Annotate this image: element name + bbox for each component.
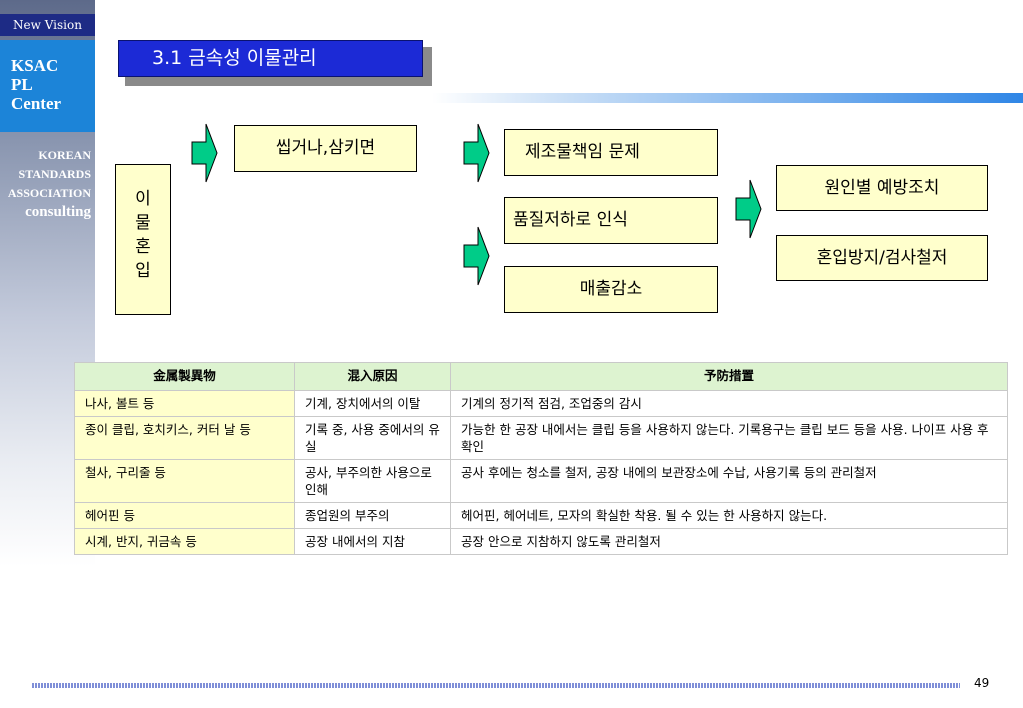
org-line-2: STANDARDS xyxy=(18,167,91,181)
ksac-logo: KSAC PL Center xyxy=(0,40,95,132)
brand-line-2: PL xyxy=(11,75,33,94)
org-line-4: consulting xyxy=(25,204,91,220)
header-prevention: 予防措置 xyxy=(450,362,1008,391)
metal-foreign-matter-table: 金属製異物 混入原因 予防措置 나사, 볼트 등 기계, 장치에서의 이탈 기계… xyxy=(74,362,1008,555)
brand-line-3: Center xyxy=(11,94,62,113)
sidebar: New Vision KSAC PL Center KOREAN STANDAR… xyxy=(0,0,95,708)
right-arrow-icon xyxy=(191,123,218,183)
cell-cause: 종업원의 부주의 xyxy=(294,502,451,529)
action-box-prevention: 원인별 예방조치 xyxy=(776,165,988,211)
cell-prevention: 기계의 정기적 점검, 조업중의 감시 xyxy=(450,390,1008,417)
cell-prevention: 가능한 한 공장 내에서는 클립 등을 사용하지 않는다. 기록용구는 클립 보… xyxy=(450,416,1008,460)
right-arrow-icon xyxy=(735,179,762,239)
table-header-row: 金属製異物 混入原因 予防措置 xyxy=(74,362,1008,391)
new-vision-label: New Vision xyxy=(0,14,95,36)
effect-box-quality: 품질저하로 인식 xyxy=(504,197,718,244)
right-arrow-icon xyxy=(463,226,490,286)
source-box: 이 물 혼 입 xyxy=(115,164,171,315)
effect-box-liability: 제조물책임 문제 xyxy=(504,129,718,176)
brand-line-1: KSAC xyxy=(11,56,59,75)
table-row: 헤어핀 등 종업원의 부주의 헤어핀, 헤어네트, 모자의 확실한 착용. 될 … xyxy=(74,502,1008,529)
cell-metal: 종이 클립, 호치키스, 커터 날 등 xyxy=(74,416,295,460)
chew-swallow-box: 씹거나,삼키면 xyxy=(234,125,417,172)
header-metal: 金属製異物 xyxy=(74,362,295,391)
cell-metal: 철사, 구리줄 등 xyxy=(74,459,295,503)
cell-metal: 헤어핀 등 xyxy=(74,502,295,529)
footer-divider xyxy=(32,683,960,688)
cell-cause: 공장 내에서의 지참 xyxy=(294,528,451,555)
cell-prevention: 헤어핀, 헤어네트, 모자의 확실한 착용. 될 수 있는 한 사용하지 않는다… xyxy=(450,502,1008,529)
header-cause: 混入原因 xyxy=(294,362,451,391)
effect-box-sales: 매출감소 xyxy=(504,266,718,313)
table-row: 철사, 구리줄 등 공사, 부주의한 사용으로 인해 공사 후에는 청소를 철저… xyxy=(74,459,1008,503)
right-arrow-icon xyxy=(463,123,490,183)
cell-prevention: 공사 후에는 청소를 철저, 공장 내에의 보관장소에 수납, 사용기록 등의 … xyxy=(450,459,1008,503)
page-title: 3.1 금속성 이물관리 xyxy=(118,40,423,77)
cell-cause: 기계, 장치에서의 이탈 xyxy=(294,390,451,417)
org-line-1: KOREAN xyxy=(38,148,91,162)
table-row: 시계, 반지, 귀금속 등 공장 내에서의 지참 공장 안으로 지참하지 않도록… xyxy=(74,528,1008,555)
org-name: KOREAN STANDARDS ASSOCIATION consulting xyxy=(0,146,91,222)
action-box-inspection: 혼입방지/검사철저 xyxy=(776,235,988,281)
table-row: 종이 클립, 호치키스, 커터 날 등 기록 중, 사용 중에서의 유실 가능한… xyxy=(74,416,1008,460)
page-number: 49 xyxy=(974,676,990,690)
cell-cause: 공사, 부주의한 사용으로 인해 xyxy=(294,459,451,503)
header-divider xyxy=(432,93,1023,103)
table-row: 나사, 볼트 등 기계, 장치에서의 이탈 기계의 정기적 점검, 조업중의 감… xyxy=(74,390,1008,417)
cell-metal: 나사, 볼트 등 xyxy=(74,390,295,417)
org-line-3: ASSOCIATION xyxy=(7,186,91,200)
cell-prevention: 공장 안으로 지참하지 않도록 관리철저 xyxy=(450,528,1008,555)
cell-metal: 시계, 반지, 귀금속 등 xyxy=(74,528,295,555)
cell-cause: 기록 중, 사용 중에서의 유실 xyxy=(294,416,451,460)
